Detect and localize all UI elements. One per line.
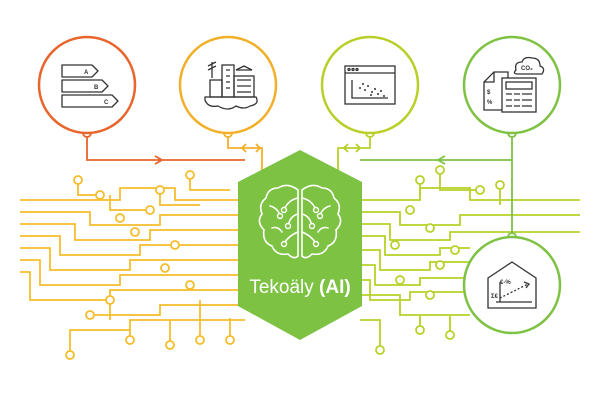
- center-label-main: Tekoäly: [249, 277, 314, 298]
- center-label-bold: (AI): [319, 277, 351, 298]
- brain-nodes: [276, 206, 324, 248]
- center-label: Tekoäly (AI): [249, 277, 350, 298]
- connector-emissions: [360, 133, 513, 237]
- circle-data-analysis: [320, 35, 420, 135]
- emissions-calculator-icon: [483, 56, 545, 113]
- smart-city-icon: [204, 61, 258, 110]
- co2-label: CO₂: [521, 66, 533, 72]
- data-scatter-window-icon: [344, 65, 396, 105]
- left-circuit-traces: [20, 175, 245, 355]
- circle-building-chart: [462, 235, 562, 335]
- scatter-points: [359, 83, 385, 97]
- building-chart-icon: [487, 261, 537, 309]
- center-hexagon: [238, 150, 362, 340]
- right-circuit-traces: [360, 170, 580, 350]
- right-circuit-nodes: [375, 165, 505, 355]
- percent-symbol: %: [487, 100, 493, 106]
- connector-data: [337, 133, 371, 170]
- circle-smart-city: [178, 35, 278, 135]
- euro-percent-label: €-%: [500, 280, 511, 286]
- connector-city: [227, 133, 263, 170]
- sum-euro-label: Σ€: [491, 294, 499, 300]
- dollar-symbol: $: [487, 90, 491, 96]
- energy-label-c: C: [104, 100, 109, 106]
- connector-energy: [86, 133, 245, 165]
- energy-label-a: A: [84, 70, 89, 76]
- left-circuit-nodes: [65, 170, 235, 360]
- energy-label-b: B: [94, 85, 99, 91]
- energy-rating-icon: [61, 64, 119, 108]
